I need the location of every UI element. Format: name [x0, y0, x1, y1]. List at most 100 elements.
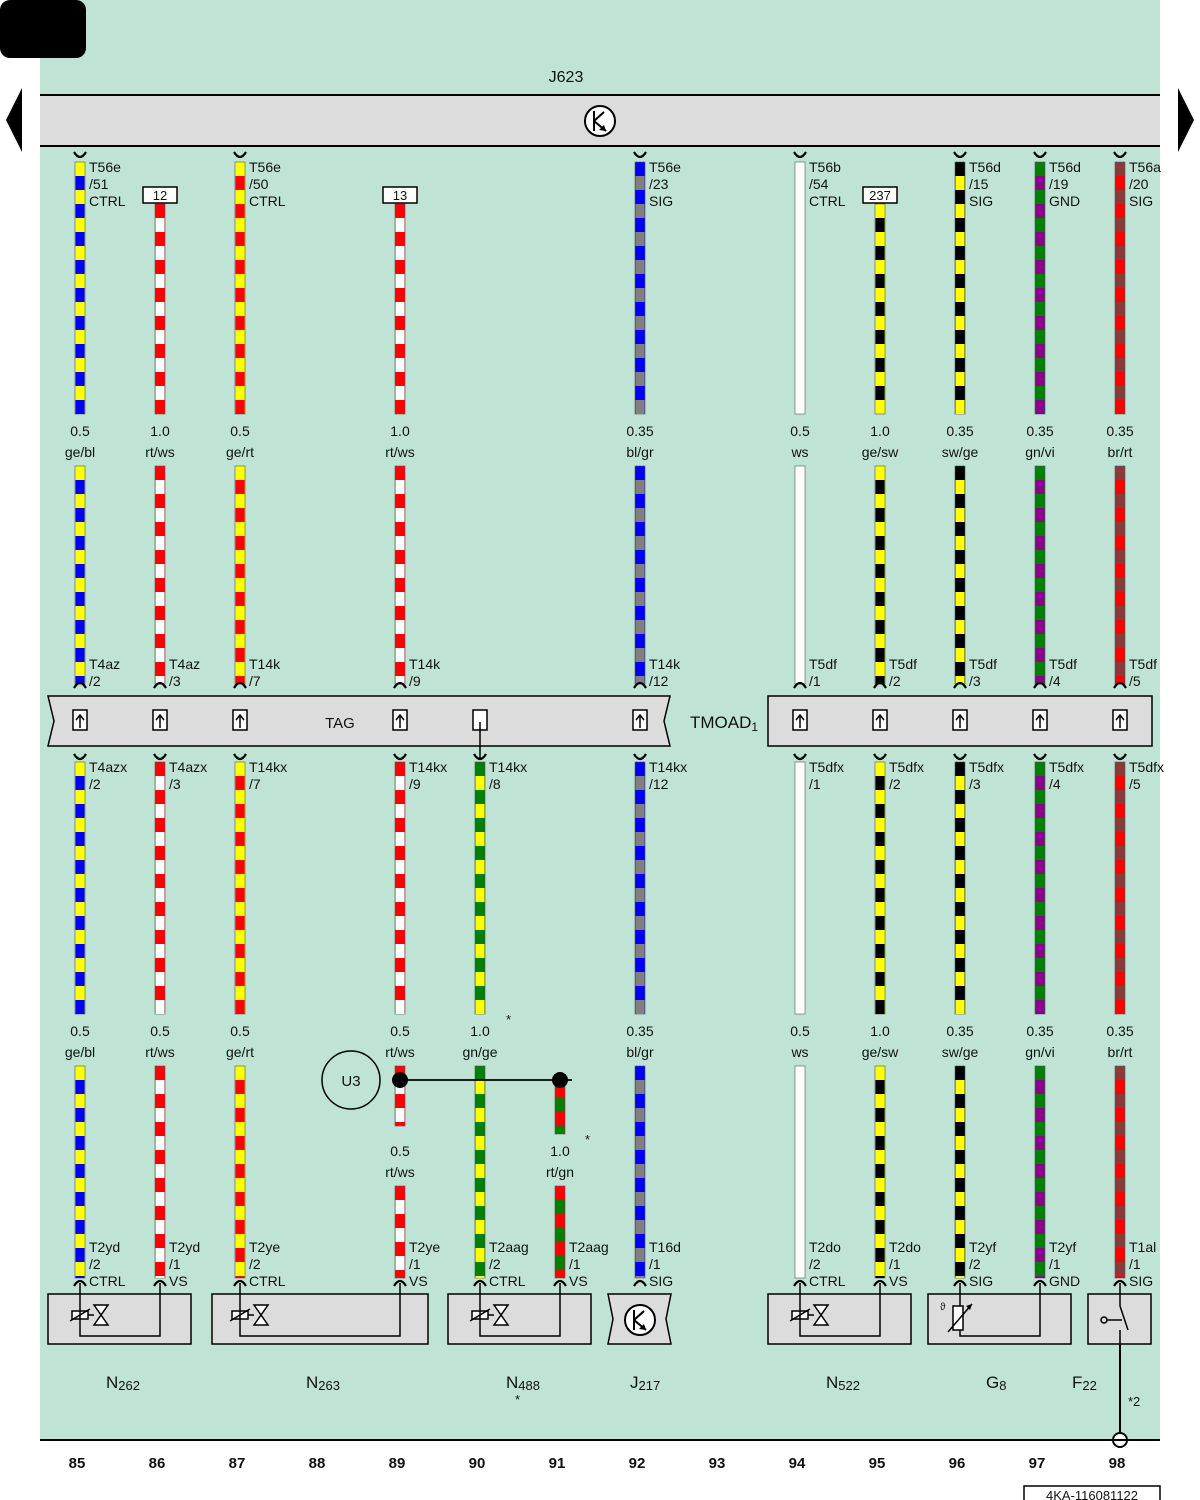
- wire-spec-low-85: 0.5ge/bl: [65, 1023, 95, 1060]
- component-label-n522: N522: [826, 1373, 860, 1393]
- component-box-j217[interactable]: [607, 1293, 672, 1345]
- svg-text:ge/bl: ge/bl: [65, 1044, 95, 1060]
- wire-spec-upper-86: 1.0rt/ws: [145, 423, 175, 460]
- wire-spec-upper-94: 0.5 ws: [790, 423, 810, 460]
- pin-cup-mid-bot-98: [1113, 753, 1127, 761]
- svg-text:T56b: T56b: [809, 159, 841, 175]
- wire-mid-94: [794, 465, 806, 685]
- svg-text:0.5: 0.5: [390, 1143, 410, 1159]
- wire-spec-low2-89: 0.5rt/ws: [385, 1143, 415, 1180]
- component-box-n263[interactable]: [211, 1283, 429, 1345]
- svg-text:br/rt: br/rt: [1108, 1044, 1133, 1060]
- svg-text:0.5: 0.5: [230, 423, 250, 439]
- pin-cup-mid-bot-95: [873, 753, 887, 761]
- component-label-f22: F22: [1072, 1373, 1097, 1393]
- svg-text:sw/ge: sw/ge: [942, 1044, 979, 1060]
- svg-text:/1: /1: [809, 673, 821, 689]
- component-box-f22[interactable]: [1087, 1283, 1152, 1345]
- svg-text:/19: /19: [1049, 176, 1069, 192]
- svg-text:GND: GND: [1049, 1273, 1080, 1289]
- wire-upper-85: [74, 161, 86, 415]
- wire-mid-98: [1114, 465, 1126, 685]
- pin-cup-top-87: [233, 151, 247, 159]
- pin-cup-bot-97: [1033, 1279, 1047, 1287]
- wire-low-85: [74, 761, 86, 1015]
- svg-text:0.5: 0.5: [70, 423, 90, 439]
- wire-low-96: [954, 761, 966, 1015]
- svg-text:T4azx: T4azx: [89, 759, 127, 775]
- pin-label-mid-bot-94: T5dfx/1: [809, 759, 844, 792]
- svg-text:/1: /1: [169, 1256, 181, 1272]
- wire-spec-upper-85: 0.5ge/bl: [65, 423, 95, 460]
- pin-cup-bot-87: [233, 1279, 247, 1287]
- wire-upper-98: [1114, 161, 1126, 415]
- svg-text:T14k: T14k: [649, 656, 681, 672]
- pin-label-mid-top-96: T5df/3: [969, 656, 997, 689]
- svg-text:rt/ws: rt/ws: [385, 444, 415, 460]
- pin-cup-mid-bot-92: [633, 753, 647, 761]
- wire-low2-94: [794, 1065, 806, 1279]
- svg-text:1.0: 1.0: [870, 423, 890, 439]
- column-number-86: 86: [149, 1455, 166, 1472]
- wire-mid-95: [874, 465, 886, 685]
- wire-spec-low-90: 1.0gn/ge: [462, 1023, 497, 1060]
- svg-text:0.35: 0.35: [626, 423, 653, 439]
- svg-text:rt/ws: rt/ws: [145, 444, 175, 460]
- pin-cup-mid-top-92: [633, 681, 647, 689]
- note-star-91: *: [585, 1132, 590, 1147]
- svg-text:0.5: 0.5: [790, 423, 810, 439]
- svg-text:/1: /1: [809, 776, 821, 792]
- connector-label-right: TMOAD1: [690, 713, 758, 734]
- pin-symbol-94: [792, 709, 808, 731]
- splice-node-89: [392, 1072, 408, 1088]
- svg-text:1.0: 1.0: [550, 1143, 570, 1159]
- svg-text:T2yf: T2yf: [969, 1239, 996, 1255]
- pin-cup-mid-bot-87: [233, 753, 247, 761]
- component-box-g8[interactable]: ϑ: [927, 1283, 1072, 1345]
- wire-spec-low-89: 0.5rt/ws: [385, 1023, 415, 1060]
- component-box-n262[interactable]: [47, 1283, 192, 1345]
- pin-label-mid-bot-97: T5dfx/4: [1049, 759, 1084, 792]
- pin-cup-mid-top-86: [153, 681, 167, 689]
- wire-spec-low-95: 1.0ge/sw: [862, 1023, 899, 1060]
- pin-symbol-90: [472, 709, 488, 760]
- svg-text:13: 13: [393, 188, 407, 203]
- pin-label-mid-bot-89: T14kx/9: [409, 759, 447, 792]
- pin-label-mid-bot-96: T5dfx/3: [969, 759, 1004, 792]
- svg-text:ws: ws: [790, 444, 808, 460]
- svg-text:CTRL: CTRL: [89, 193, 126, 209]
- pin-cup-mid-top-98: [1113, 681, 1127, 689]
- wire-upper-96: [954, 161, 966, 415]
- svg-text:0.35: 0.35: [1106, 1023, 1133, 1039]
- svg-text:/1: /1: [1129, 1256, 1141, 1272]
- control-unit-label: J623: [549, 69, 584, 86]
- wire-low3-89: [394, 1185, 406, 1279]
- pin-symbol-96: [952, 709, 968, 731]
- wire-ref-box-86: 12: [142, 186, 178, 204]
- wire-upper-89: [394, 203, 406, 415]
- pin-cup-mid-bot-97: [1033, 753, 1047, 761]
- next-page-arrow-icon[interactable]: [1178, 88, 1194, 152]
- svg-text:br/rt: br/rt: [1108, 444, 1133, 460]
- column-number-85: 85: [69, 1455, 86, 1472]
- wire-low2-96: [954, 1065, 966, 1279]
- svg-text:/54: /54: [809, 176, 829, 192]
- prev-page-arrow-icon[interactable]: [6, 88, 22, 152]
- pin-cup-mid-top-85: [73, 681, 87, 689]
- svg-text:T5dfx: T5dfx: [1049, 759, 1084, 775]
- component-box-n488[interactable]: [447, 1283, 592, 1345]
- pin-cup-mid-bot-86: [153, 753, 167, 761]
- wire-mid-96: [954, 465, 966, 685]
- svg-text:/7: /7: [249, 673, 261, 689]
- svg-text:/1: /1: [409, 1256, 421, 1272]
- wire-spec-low-87: 0.5ge/rt: [226, 1023, 254, 1060]
- component-box-n522[interactable]: [767, 1283, 912, 1345]
- wire-upper-94: [794, 161, 806, 415]
- pin-cup-mid-top-89: [393, 681, 407, 689]
- symbols-layer: U3: [72, 151, 1128, 1287]
